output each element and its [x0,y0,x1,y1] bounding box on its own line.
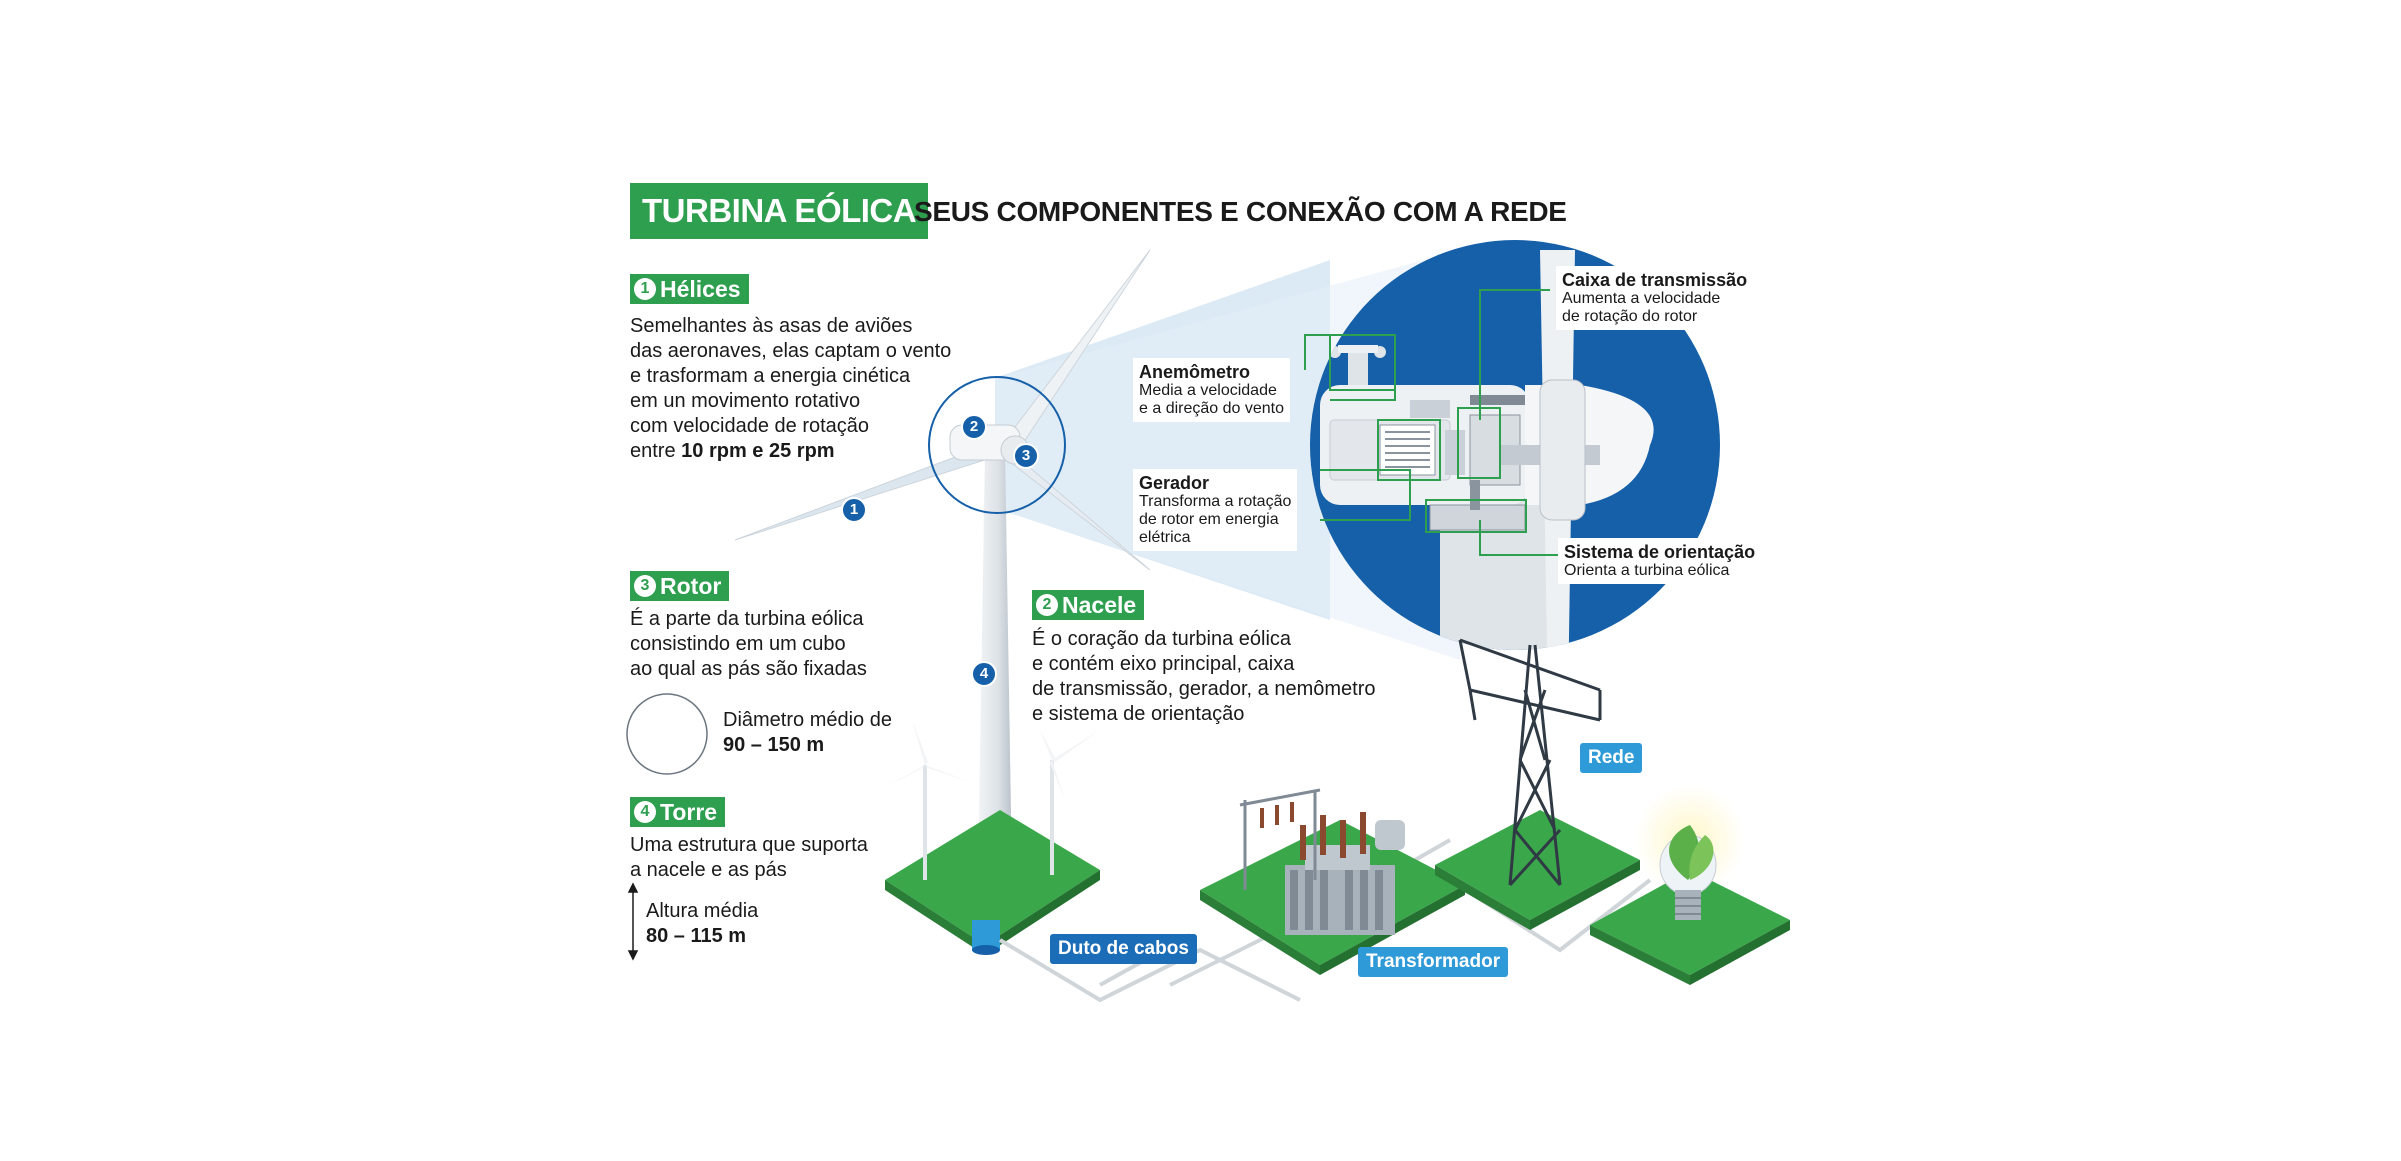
section-nacele-text: É o coração da turbina eólica e contém e… [1032,627,1376,727]
text-line: das aeronaves, elas captam o vento [630,340,952,362]
section-rotor-title: Rotor [660,573,722,599]
text-line: É o coração da turbina eólica [1032,628,1292,650]
section-torre-title: Torre [660,799,718,825]
label-rede: Rede [1580,743,1643,773]
bulb-ground-tile [1590,870,1790,975]
text-fragment: entre [630,440,682,462]
callout-line: Orienta a turbina eólica [1564,562,1730,579]
marker-4-tower: 4 [971,661,997,687]
section-helices-title: Hélices [660,276,741,302]
section-number-badge: 4 [634,801,656,823]
callout-line: e a direção do vento [1139,400,1284,417]
callout-title: Caixa de transmissão [1562,270,1748,290]
text-line: ao qual as pás são fixadas [630,658,867,680]
callout-line: Media a velocidade [1139,382,1277,399]
text-line: de transmissão, gerador, a nemômetro [1032,678,1376,700]
section-rotor-text: É a parte da turbina eólica consistindo … [630,607,867,682]
transmission-pylon [1458,638,1602,887]
transformer-drawing [1239,788,1405,935]
text-line: É a parte da turbina eólica [630,608,864,630]
marker-2-nacelle: 2 [961,414,987,440]
tower-height-info: Altura média 80 – 115 m [646,899,758,949]
text-line: com velocidade de rotação [630,415,870,437]
page-subtitle: SEUS COMPONENTES E CONEXÃO COM A REDE [914,196,1567,227]
section-torre-header: 4 Torre [630,797,726,827]
callout-line: Aumenta a velocidade [1562,290,1721,307]
callout-gerador: Gerador Transforma a rotação de rotor em… [1133,469,1298,551]
marker-3-rotor: 3 [1013,443,1039,469]
callout-title: Sistema de orientação [1564,542,1756,562]
section-rotor-header: 3 Rotor [630,571,730,601]
section-nacele-header: 2 Nacele [1032,590,1145,620]
diameter-label: Diâmetro médio de [723,709,892,731]
pylon-ground-tile [1435,810,1640,920]
callout-line: de rotação do rotor [1562,308,1698,325]
text-line: em un movimento rotativo [630,390,861,412]
callout-line: Transforma a rotação [1139,493,1292,510]
page-title: TURBINA EÓLICA [630,183,929,239]
section-nacele-title: Nacele [1062,592,1137,618]
text-line: e trasformam a energia cinética [630,365,911,387]
section-torre-text: Uma estrutura que suporta a nacele e as … [630,833,868,883]
text-line: Uma estrutura que suporta [630,834,868,856]
main-tower [978,450,1012,875]
callout-line: de rotor em energia [1139,511,1279,528]
lightbulb-drawing [1659,825,1717,920]
callout-anemometro: Anemômetro Media a velocidade e a direçã… [1133,358,1290,422]
section-helices-text: Semelhantes às asas de aviões das aerona… [630,314,951,464]
label-transformador: Transformador [1358,947,1509,977]
height-label: Altura média [646,900,759,922]
marker-1-blades: 1 [841,497,867,523]
callout-caixa-transmissao: Caixa de transmissão Aumenta a velocidad… [1556,266,1754,330]
section-number-badge: 2 [1036,594,1058,616]
diameter-value: 90 – 150 m [723,734,825,756]
rotor-diameter-info: Diâmetro médio de 90 – 150 m [723,708,892,758]
text-line: e sistema de orientação [1032,703,1245,725]
text-line: Semelhantes às asas de aviões [630,315,913,337]
rotor-diameter-circle [626,693,708,775]
height-arrow [627,882,639,961]
callout-line: elétrica [1139,529,1191,546]
callout-sistema-orientacao: Sistema de orientação Orienta a turbina … [1558,538,1762,584]
section-helices-header: 1 Hélices [630,274,749,304]
label-duto-de-cabos: Duto de cabos [1050,934,1197,964]
turbine-ground-tile [885,810,1100,945]
text-line: consistindo em um cubo [630,633,846,655]
rpm-range: 10 rpm e 25 rpm [681,440,835,462]
text-line: e contém eixo principal, caixa [1032,653,1295,675]
text-line: entre 10 rpm e 25 rpm [630,439,951,464]
section-number-badge: 3 [634,575,656,597]
callout-title: Anemômetro [1139,362,1251,382]
section-number-badge: 1 [634,278,656,300]
text-line: a nacele e as pás [630,859,787,881]
height-value: 80 – 115 m [646,925,747,947]
callout-title: Gerador [1139,473,1210,493]
